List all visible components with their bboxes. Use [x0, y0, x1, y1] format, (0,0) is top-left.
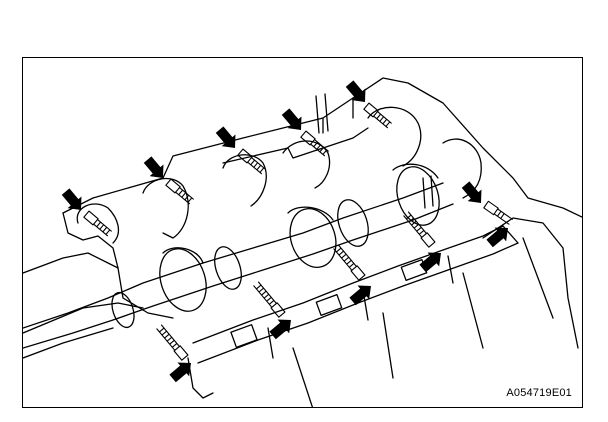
bolt: [483, 200, 513, 225]
arrow-icon: [342, 77, 373, 109]
arrow-icon: [58, 185, 89, 217]
bolt: [363, 102, 392, 129]
location-arrows: [58, 77, 515, 386]
bolt: [156, 324, 189, 361]
arrow-icon: [458, 178, 489, 210]
bolt: [300, 130, 329, 157]
bolt: [237, 148, 266, 175]
bolt: [333, 244, 366, 281]
engine-illustration: [23, 77, 582, 407]
arrow-icon: [483, 220, 515, 251]
arrow-icon: [140, 153, 171, 185]
camshaft: [23, 163, 454, 349]
arrow-icon: [278, 105, 309, 137]
cylinder-head-outline: [23, 77, 582, 359]
dowel-pins: [315, 93, 434, 209]
bolt: [403, 211, 436, 248]
bolt: [165, 178, 194, 205]
figure-code: A054719E01: [506, 387, 572, 399]
bolt: [253, 281, 286, 318]
bearing-caps: [76, 106, 482, 244]
illustration-frame: A054719E01: [22, 57, 583, 408]
bolt: [83, 210, 112, 237]
bolts: [83, 102, 513, 361]
camshaft-housing: [187, 217, 579, 407]
